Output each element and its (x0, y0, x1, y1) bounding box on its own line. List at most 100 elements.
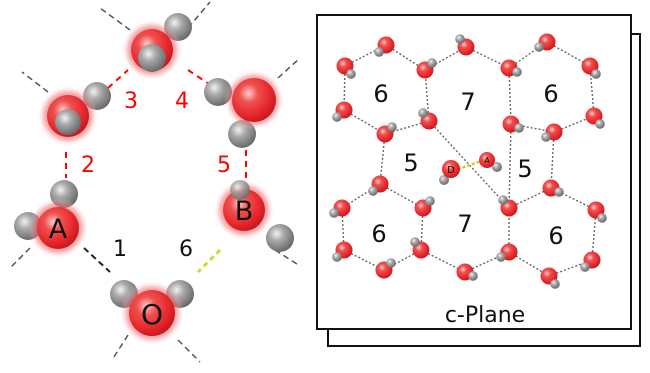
hydrogen-atom (418, 108, 428, 118)
lattice-water-molecule (540, 267, 560, 289)
donor-molecule: D (439, 160, 460, 185)
lattice-water-molecule (542, 179, 564, 197)
oxygen-atom (232, 78, 276, 122)
molecule-a (14, 180, 88, 258)
hydrogen-atom (439, 175, 449, 185)
bond-label-4: 4 (175, 89, 189, 114)
hydrogen-atom (512, 67, 522, 77)
hbond-6 (196, 248, 222, 274)
hydrogen-atom (410, 237, 420, 247)
lattice-bond (341, 207, 345, 251)
molecule-upper-left (38, 82, 111, 146)
hydrogen-atom (455, 34, 465, 44)
hydrogen-atom (496, 252, 506, 262)
hydrogen-atom (554, 187, 564, 197)
bond-label-2: 2 (81, 153, 95, 178)
lattice-water-molecule (368, 175, 389, 196)
acceptor-label: A (484, 156, 490, 165)
hydrogen-atom (374, 47, 384, 57)
atom-label-b: B (235, 196, 254, 227)
bond-label-3: 3 (124, 89, 138, 114)
lattice-bond (553, 115, 595, 133)
c-plane-label: c-Plane (445, 303, 525, 328)
hydrogen-atom (368, 186, 378, 196)
lattice-water-molecule (585, 107, 605, 129)
hbond-3 (107, 69, 129, 89)
hydrogen-atom (386, 258, 396, 268)
lattice-bond (550, 131, 555, 189)
hydrogen-atom (550, 279, 560, 289)
acceptor-molecule: A (479, 152, 502, 172)
lattice-water-molecule (456, 263, 478, 281)
lattice-water-molecule (498, 195, 518, 217)
donor-label: D (447, 165, 455, 176)
lattice-molecules (329, 33, 607, 289)
lattice-bond (383, 249, 422, 271)
oxygen-atom (479, 152, 495, 168)
atom-label-a: A (49, 214, 68, 245)
lattice-water-molecule (455, 34, 475, 56)
ring-size-label: 5 (403, 149, 418, 177)
ring-size-label: 6 (373, 80, 388, 108)
c-plane-panel: D A 6 7 6 5 5 6 7 6 c-Plane (316, 14, 641, 347)
lattice-water-molecule (375, 258, 396, 279)
oxygen-atom-b (223, 189, 265, 231)
hydrogen-atom (595, 119, 605, 129)
oxygen-atom-o (129, 290, 175, 336)
hydrogen-atom (468, 271, 478, 281)
ring-size-label: 5 (517, 155, 532, 183)
water-ring: A B O 1 2 3 4 5 6 (9, 1, 301, 363)
outer-dangling-bonds (9, 1, 301, 363)
molecule-upper-right (204, 70, 284, 148)
lattice-water-molecule (416, 58, 437, 79)
lattice-bond (508, 67, 512, 125)
bond-label-1: 1 (113, 237, 127, 262)
hydrogen-atom (329, 208, 339, 218)
lattice-water-molecule (410, 237, 430, 259)
lattice-water-molecule (414, 196, 435, 217)
lattice-bond (420, 207, 424, 251)
lattice-bond (424, 69, 430, 122)
lattice-water-molecule (534, 33, 556, 52)
oxygen-atom (442, 160, 460, 178)
hbond-1 (83, 247, 111, 273)
hydrogen-atom (534, 42, 544, 52)
hydrogen-atom (492, 162, 502, 172)
ring-size-label: 6 (548, 222, 563, 250)
molecule-top (122, 13, 192, 80)
hydrogen-atom (591, 69, 601, 79)
lattice-water-molecule (496, 243, 518, 262)
oxygen-atom-a (37, 207, 79, 249)
hydrogen-atom (332, 112, 342, 122)
hydrogen-atom (541, 132, 551, 142)
lattice-water-molecule (376, 122, 397, 143)
hydrogen-atom (138, 44, 166, 72)
atom-label-o: O (141, 298, 163, 331)
hydrogen-atom (230, 180, 250, 200)
lattice-water-molecule (329, 199, 351, 218)
hydrogen-atom (425, 196, 435, 206)
hydrogen-atom (514, 123, 524, 133)
lattice-water-molecule (332, 101, 353, 122)
lattice-water-molecule (374, 36, 395, 57)
ring-size-label: 6 (543, 80, 558, 108)
hydrogen-atom (580, 262, 590, 272)
lattice-water-molecule (336, 57, 356, 79)
hydrogen-atom (266, 224, 294, 252)
lattice-water-molecule (587, 201, 607, 223)
lattice-water-molecule (500, 59, 522, 77)
lattice-water-molecule (418, 108, 438, 130)
bond-label-5: 5 (217, 153, 231, 178)
molecule-b (214, 180, 294, 252)
ring-size-label: 7 (460, 88, 475, 116)
hydrogen-atom (55, 109, 81, 135)
hydrogen-atom (387, 122, 397, 132)
molecule-o (110, 280, 194, 345)
hydrogen-atom (597, 213, 607, 223)
hydrogen-atom (498, 195, 508, 205)
lattice-water-molecule (332, 241, 353, 262)
hydrogen-atom (427, 58, 437, 68)
lattice-water-molecule (541, 123, 563, 142)
lattice-water-molecule (580, 251, 601, 272)
lattice-water-molecule (502, 115, 524, 133)
